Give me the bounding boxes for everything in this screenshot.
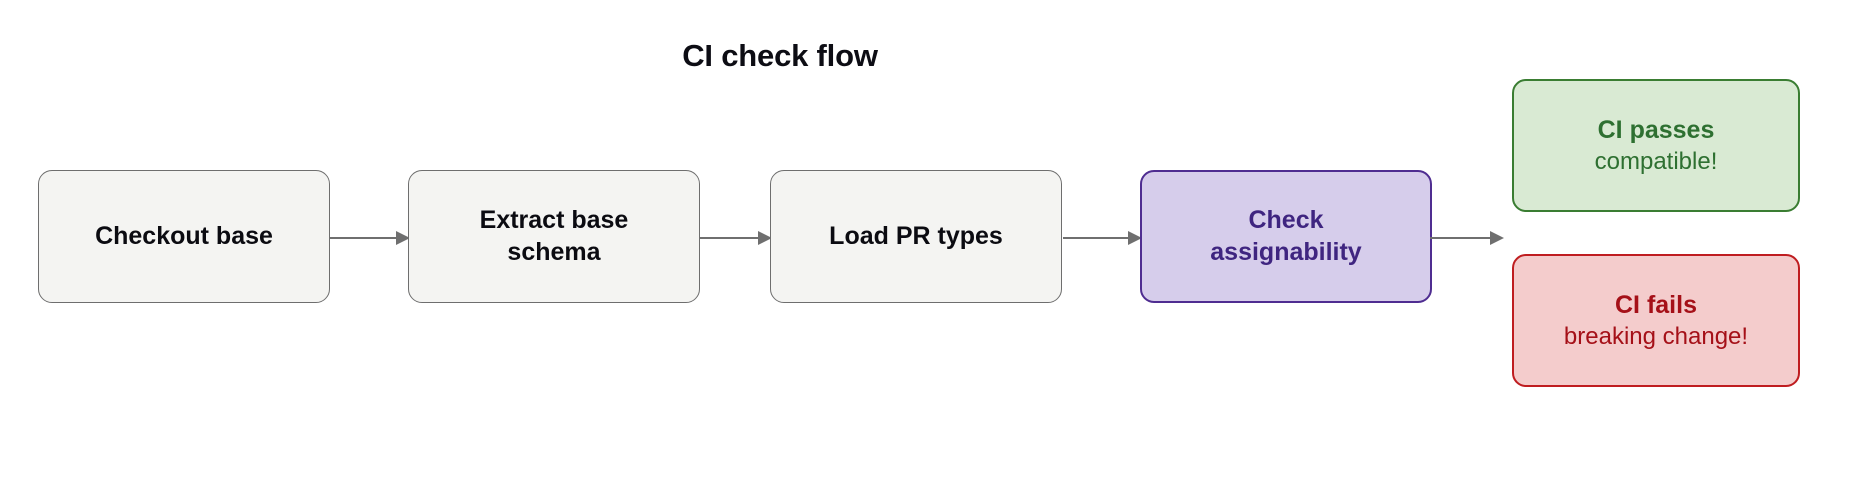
flow-node-ci-passes[interactable]: CI passes compatible! — [1512, 79, 1800, 212]
outcome-subtitle: compatible! — [1594, 147, 1718, 175]
flow-node-ci-fails[interactable]: CI fails breaking change! — [1512, 254, 1800, 387]
edge-extract-schema-to-load-pr-types — [700, 226, 772, 250]
flow-node-label-group: Check assignability — [1210, 205, 1361, 268]
flow-node-check-assignability[interactable]: Check assignability — [1140, 170, 1432, 303]
flow-node-load-pr-types[interactable]: Load PR types — [770, 170, 1062, 303]
edge-load-pr-types-to-check-assignability — [1063, 226, 1142, 250]
flow-node-checkout-base[interactable]: Checkout base — [38, 170, 330, 303]
flow-node-label-line1: Check — [1248, 206, 1324, 234]
flow-node-extract-schema[interactable]: Extract base schema — [408, 170, 700, 303]
flow-node-label-line2: assignability — [1210, 237, 1362, 266]
outcome-title: CI fails — [1615, 290, 1697, 319]
flow-node-label-group: Extract base schema — [480, 205, 629, 268]
flow-node-label-line1: Extract base — [479, 206, 629, 234]
outcome-title: CI passes — [1597, 115, 1715, 144]
flow-node-label: Checkout base — [95, 221, 273, 250]
outcome-subtitle: breaking change! — [1563, 322, 1749, 350]
edge-checkout-base-to-extract-schema — [330, 226, 410, 250]
flow-node-label-line2: schema — [507, 237, 601, 266]
edge-check-assignability-to-outcomes — [1430, 226, 1504, 250]
flow-node-label: Load PR types — [829, 221, 1003, 250]
page-title: CI check flow — [682, 38, 878, 73]
